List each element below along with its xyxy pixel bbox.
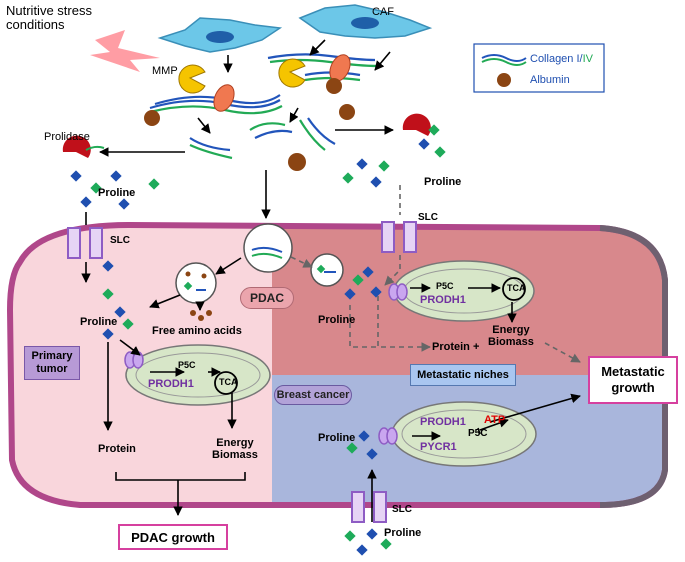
proline-top-left-label: Proline xyxy=(98,187,136,199)
mmp-label: MMP xyxy=(152,65,178,77)
prolidase-label: Prolidase xyxy=(44,131,90,143)
mito-transporter-icons xyxy=(124,283,408,445)
energy-pdac-label: Energy Biomass xyxy=(212,437,258,462)
albumin-molecules xyxy=(144,78,355,246)
nutritive-stress-label: Nutritive stress conditions xyxy=(6,3,92,33)
legend-albumin-swatch xyxy=(497,73,511,87)
atp-label: ATP xyxy=(484,414,506,426)
prodh1-meta-label: PRODH1 xyxy=(420,294,466,306)
free-amino-acid-dots xyxy=(190,310,212,321)
p5c-breast-label: P5C xyxy=(468,428,488,439)
energy-meta-label: Energy Biomass xyxy=(488,324,534,349)
breast-cancer-badge: Breast cancer xyxy=(274,385,352,405)
arrows xyxy=(81,39,581,522)
p5c-meta-label: P5C xyxy=(436,281,454,291)
metastatic-niches-box: Metastatic niches xyxy=(410,364,516,386)
lightning-bolt-icon xyxy=(90,30,160,72)
mmp-enzyme-icons xyxy=(178,54,351,112)
mitochondrion-breast xyxy=(391,401,537,467)
tca-meta-label: TCA xyxy=(507,283,526,293)
caf-label: CAF xyxy=(372,6,394,18)
metastatic-growth-box: Metastatic growth xyxy=(588,356,678,404)
legend-collagen-i: I xyxy=(576,53,580,65)
proline-meta-label: Proline xyxy=(318,314,356,326)
proline-pdac-label: Proline xyxy=(80,316,118,328)
pdac-growth-box: PDAC growth xyxy=(118,524,228,550)
caf-cell-right-icon xyxy=(298,4,433,39)
caf-cell-left-icon xyxy=(157,17,283,53)
proline-top-right-label: Proline xyxy=(424,176,462,188)
mitochondrion-meta xyxy=(393,260,535,322)
macropinosome xyxy=(243,223,293,273)
free-amino-acids-label: Free amino acids xyxy=(152,325,242,337)
slc-transporter-icons xyxy=(67,221,417,523)
legend-collagen-swatch-green xyxy=(481,58,527,66)
prodh1-breast-label: PRODH1 xyxy=(420,416,466,428)
pycr1-label: PYCR1 xyxy=(420,441,457,453)
protein-plus-label: Protein + xyxy=(432,341,480,353)
legend-albumin-label: Albumin xyxy=(530,74,570,86)
legend-collagen-prefix: Collagen xyxy=(530,53,577,65)
tca-cycle-icons xyxy=(214,277,526,395)
lysosome-meta xyxy=(310,253,344,287)
legend-collagen-sep: / xyxy=(579,53,583,65)
slc-left-label: SLC xyxy=(110,235,130,246)
cell-outline-right xyxy=(599,225,668,508)
p5c-pdac-label: P5C xyxy=(178,360,196,370)
proline-bottom-label: Proline xyxy=(384,527,422,539)
dashed-arrows xyxy=(290,185,581,363)
tca-pdac-label: TCA xyxy=(219,377,238,387)
proline-breast-label: Proline xyxy=(318,432,356,444)
slc-bottom-label: SLC xyxy=(392,504,412,515)
primary-tumor-box: Primary tumor xyxy=(24,346,80,380)
pdac-badge: PDAC xyxy=(240,287,294,309)
legend-box xyxy=(473,43,605,93)
legend-collagen-swatch xyxy=(481,54,527,62)
protein-pdac-label: Protein xyxy=(98,443,136,455)
lysosome-pdac xyxy=(175,262,217,304)
mitochondrion-pdac xyxy=(125,344,271,406)
slc-right-label: SLC xyxy=(418,212,438,223)
legend-collagen-label: Collagen I/IV xyxy=(530,53,593,65)
prodh1-pdac-label: PRODH1 xyxy=(148,378,194,390)
legend-collagen-iv: IV xyxy=(582,53,594,65)
